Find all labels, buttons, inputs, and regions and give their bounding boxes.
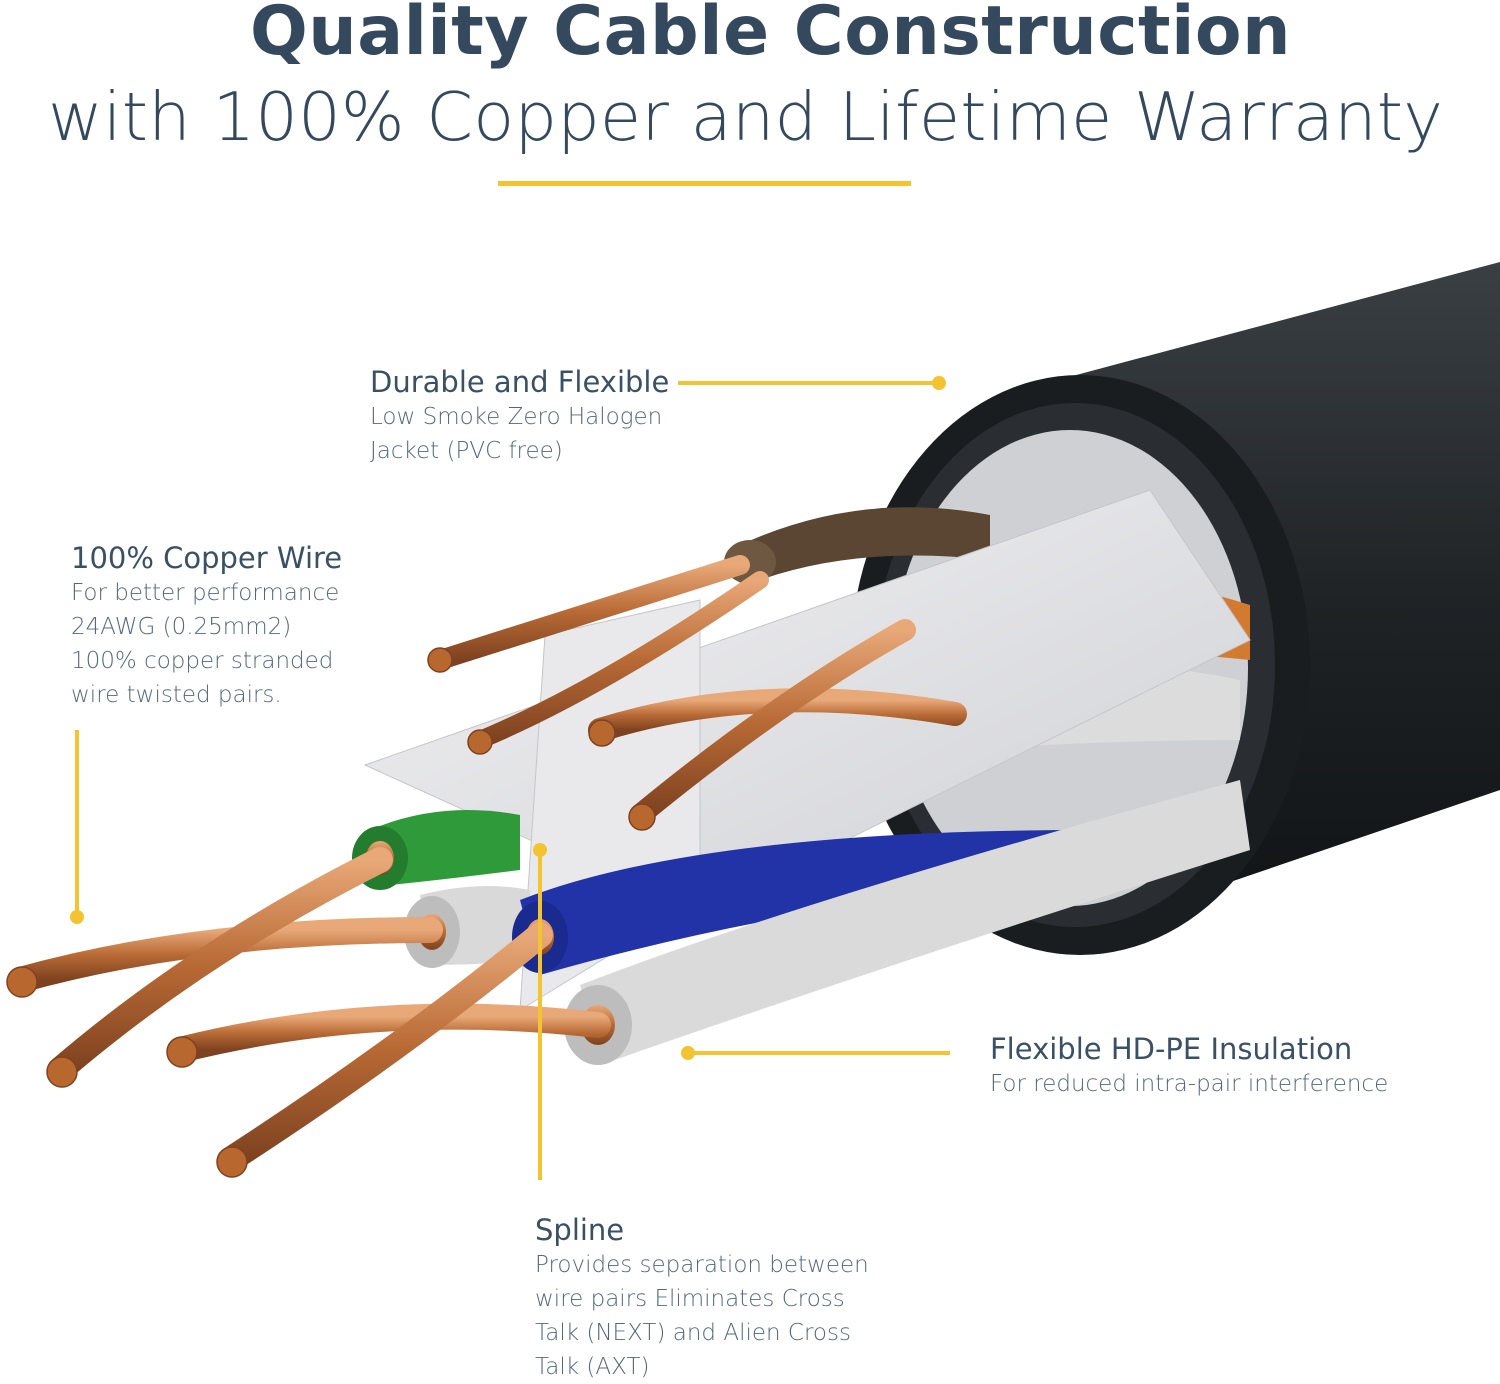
callout-jacket-line: Jacket (PVC free) xyxy=(370,438,563,464)
callout-insulation: Flexible HD-PE Insulation For reduced in… xyxy=(990,1031,1388,1101)
callout-spline: Spline Provides separation between wire … xyxy=(535,1212,869,1384)
callout-jacket-title: Durable and Flexible xyxy=(370,365,670,399)
callout-copper-line: 24AWG (0.25mm2) xyxy=(71,614,292,640)
callout-spline-line: Talk (NEXT) and Alien Cross xyxy=(535,1320,851,1346)
callout-spline-line: Talk (AXT) xyxy=(535,1354,650,1380)
callout-copper-line: For better performance xyxy=(71,580,340,606)
callout-spline-title: Spline xyxy=(535,1213,625,1247)
callout-spline-line: wire pairs Eliminates Cross xyxy=(535,1286,845,1312)
callout-jacket: Durable and Flexible Low Smoke Zero Halo… xyxy=(370,364,669,468)
callout-insulation-title: Flexible HD-PE Insulation xyxy=(990,1032,1353,1066)
callout-insulation-line: For reduced intra-pair interference xyxy=(990,1071,1389,1097)
callout-copper: 100% Copper Wire For better performance … xyxy=(71,540,342,712)
callout-copper-line: 100% copper stranded xyxy=(71,648,334,674)
page-title: Quality Cable Construction xyxy=(250,0,1292,71)
callout-jacket-line: Low Smoke Zero Halogen xyxy=(370,404,663,430)
title-underline xyxy=(498,181,911,186)
callout-copper-title: 100% Copper Wire xyxy=(71,541,343,575)
page-subtitle: with 100% Copper and Lifetime Warranty xyxy=(48,78,1444,156)
copper-strand-ends xyxy=(6,647,656,1178)
callout-spline-line: Provides separation between xyxy=(535,1252,869,1278)
callout-copper-line: wire twisted pairs. xyxy=(71,682,282,708)
callout-leaders xyxy=(70,376,950,1180)
